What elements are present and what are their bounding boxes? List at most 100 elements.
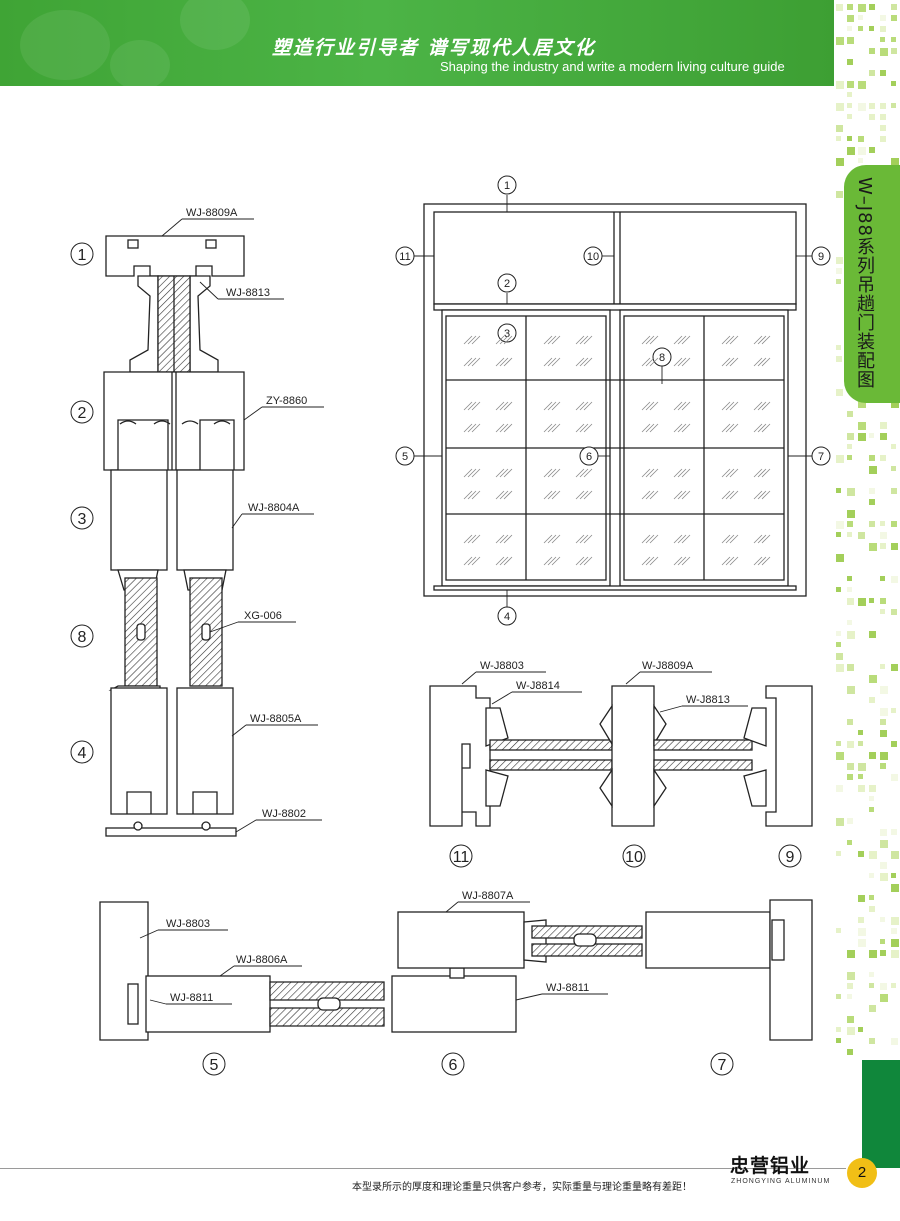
- mosaic-square: [836, 532, 841, 537]
- marker-section-11: 11: [453, 849, 470, 866]
- mosaic-square: [847, 4, 853, 10]
- glass-mark: [677, 556, 687, 566]
- mosaic-square: [891, 48, 897, 54]
- glass-mark: [495, 534, 505, 544]
- glass-mark: [729, 401, 739, 411]
- mosaic-square: [836, 257, 843, 264]
- glass-mark: [551, 490, 561, 500]
- glass-mark: [677, 534, 687, 544]
- glass-mark: [725, 556, 735, 566]
- mosaic-square: [847, 576, 852, 581]
- marker-elev-6: 6: [586, 451, 592, 463]
- mosaic-square: [869, 48, 875, 54]
- mosaic-square: [858, 4, 866, 12]
- mosaic-square: [891, 543, 898, 550]
- glass-mark: [495, 423, 505, 433]
- mosaic-square: [836, 4, 843, 11]
- mosaic-square: [847, 774, 853, 780]
- mosaic-square: [869, 675, 877, 683]
- brand-name-chinese: 忠营铝业: [730, 1155, 811, 1177]
- glass-mark: [543, 468, 553, 478]
- marker-elev-9: 9: [818, 251, 824, 263]
- mosaic-square: [847, 741, 854, 748]
- marker-vertical-3: 3: [78, 511, 87, 528]
- slogan-chinese: 塑造行业引导者 谱写现代人居文化: [272, 37, 596, 59]
- glass-mark: [467, 401, 477, 411]
- glass-mark: [467, 556, 477, 566]
- mosaic-square: [869, 466, 877, 474]
- glass-mark: [673, 490, 683, 500]
- mosaic-square: [891, 829, 897, 835]
- glass-mark: [673, 556, 683, 566]
- glass-mark: [753, 468, 763, 478]
- glass-mark: [463, 401, 473, 411]
- glass-mark: [729, 534, 739, 544]
- mosaic-square: [858, 895, 865, 902]
- mosaic-square: [847, 686, 855, 694]
- mosaic-square: [836, 653, 843, 660]
- glass-mark: [503, 556, 513, 566]
- glass-mark: [649, 490, 659, 500]
- mosaic-square: [891, 873, 896, 878]
- page-number-badge: 2: [847, 1158, 877, 1188]
- glass-mark: [649, 335, 659, 345]
- mosaic-square: [836, 81, 844, 89]
- mosaic-square: [836, 818, 844, 826]
- marker-section-10: 10: [625, 849, 643, 866]
- mosaic-square: [836, 851, 841, 856]
- mosaic-square: [836, 37, 844, 45]
- mosaic-square: [869, 70, 875, 76]
- mosaic-square: [880, 664, 885, 669]
- mosaic-square: [891, 774, 898, 781]
- glass-mark: [583, 423, 593, 433]
- mosaic-square: [858, 730, 863, 735]
- glass-mark: [547, 357, 557, 367]
- glass-mark: [641, 401, 651, 411]
- mosaic-square: [836, 488, 841, 493]
- glass-mark: [725, 335, 735, 345]
- glass-mark: [575, 401, 585, 411]
- glass-mark: [757, 401, 767, 411]
- mosaic-square: [880, 983, 887, 990]
- mosaic-square: [891, 983, 896, 988]
- mosaic-square: [858, 81, 866, 89]
- glass-mark: [575, 357, 585, 367]
- label-wj-8803: WJ-8803: [166, 918, 210, 930]
- glass-mark: [551, 423, 561, 433]
- glass-mark: [677, 335, 687, 345]
- label-xg-006: XG-006: [244, 610, 282, 622]
- elevation-view: [423, 203, 807, 597]
- mosaic-square: [836, 136, 841, 141]
- glass-mark: [463, 556, 473, 566]
- glass-mark: [499, 357, 509, 367]
- glass-mark: [729, 357, 739, 367]
- glass-mark: [471, 423, 481, 433]
- glass-mark: [757, 357, 767, 367]
- glass-mark: [547, 335, 557, 345]
- mosaic-square: [869, 26, 874, 31]
- glass-mark: [503, 357, 513, 367]
- glass-mark: [721, 468, 731, 478]
- marker-elev-8: 8: [659, 352, 665, 364]
- mosaic-square: [869, 631, 876, 638]
- glass-mark: [721, 423, 731, 433]
- mosaic-square: [836, 554, 844, 562]
- mosaic-square: [869, 895, 874, 900]
- glass-mark: [649, 556, 659, 566]
- mosaic-square: [891, 444, 896, 449]
- glass-mark: [761, 490, 771, 500]
- mosaic-square: [858, 136, 864, 142]
- mosaic-square: [836, 664, 844, 672]
- glass-mark: [725, 468, 735, 478]
- mosaic-square: [880, 829, 887, 836]
- mosaic-square: [836, 587, 841, 592]
- label-wj-8806a: WJ-8806A: [236, 954, 288, 966]
- side-green-block: [862, 1060, 900, 1168]
- mosaic-square: [847, 37, 854, 44]
- mosaic-square: [891, 4, 897, 10]
- glass-mark: [495, 357, 505, 367]
- mosaic-square: [869, 488, 875, 494]
- glass-mark: [681, 423, 691, 433]
- glass-mark: [753, 534, 763, 544]
- label-zy-8860: ZY-8860: [266, 395, 307, 407]
